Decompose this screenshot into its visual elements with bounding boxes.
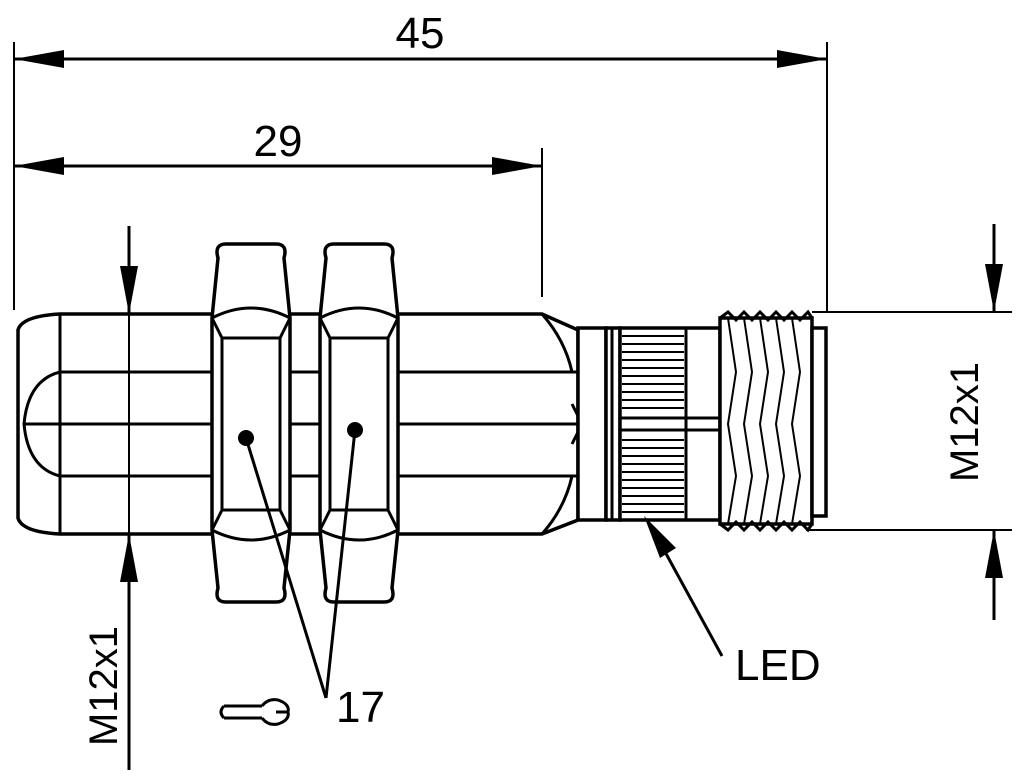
dimension-thread-length: 29 bbox=[14, 117, 543, 297]
thread-crest bbox=[790, 317, 802, 525]
sensor-housing bbox=[16, 312, 584, 536]
wrench-icon bbox=[219, 698, 290, 726]
dimension-connector-thread: M12x1 bbox=[806, 224, 1012, 620]
connector-thread-label: M12x1 bbox=[943, 362, 987, 482]
thread-crest bbox=[726, 317, 738, 525]
callout-wrench-size: 17 bbox=[219, 429, 385, 732]
lock-nut-1 bbox=[210, 242, 292, 604]
callout-led: LED bbox=[644, 516, 821, 690]
wrench-size-label: 17 bbox=[336, 683, 385, 732]
led-label: LED bbox=[735, 641, 821, 690]
thread-crest bbox=[758, 317, 770, 525]
housing-thread-label: M12x1 bbox=[82, 626, 126, 746]
connector-body bbox=[576, 326, 722, 522]
overall-length-label: 45 bbox=[396, 9, 445, 58]
connector-thread bbox=[718, 309, 828, 533]
dimension-housing-thread: M12x1 bbox=[82, 226, 138, 770]
dimension-overall-length: 45 bbox=[13, 9, 828, 312]
lock-nut-2 bbox=[318, 242, 400, 604]
thread-crest bbox=[774, 317, 786, 525]
led-window bbox=[622, 335, 684, 513]
thread-length-label: 29 bbox=[254, 117, 303, 166]
thread-crest bbox=[742, 317, 754, 525]
